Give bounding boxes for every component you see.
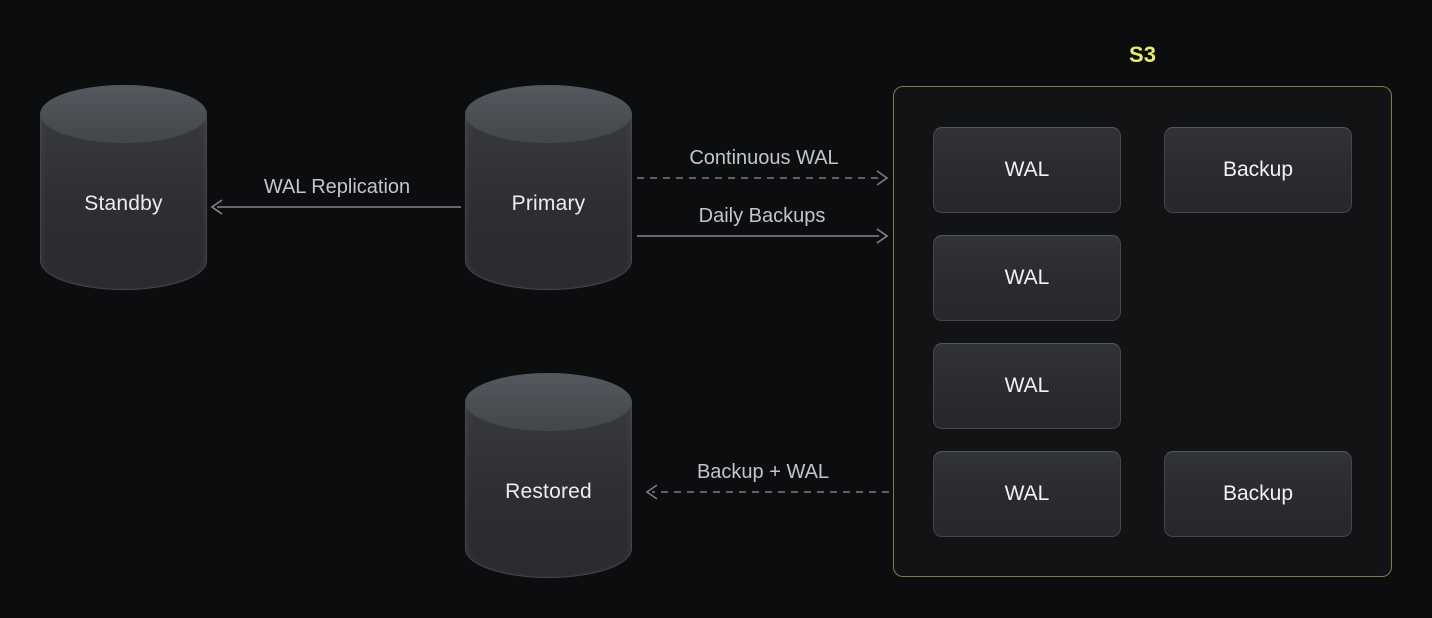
s3-backup-item: Backup bbox=[1164, 451, 1352, 537]
cylinder-top bbox=[465, 85, 632, 143]
node-standby-database: Standby bbox=[40, 85, 207, 290]
node-primary-label: Primary bbox=[511, 191, 586, 215]
cylinder-body bbox=[465, 402, 632, 578]
node-restored-label: Restored bbox=[505, 479, 592, 503]
edge-label-daily-backups: Daily Backups bbox=[698, 205, 826, 227]
s3-wal-item: WAL bbox=[933, 127, 1121, 213]
edge-label-backup-plus-wal: Backup + WAL bbox=[696, 461, 830, 483]
s3-container-title: S3 bbox=[1129, 42, 1156, 67]
s3-container: WAL WAL WAL WAL Backup Backup bbox=[893, 86, 1392, 577]
s3-wal-item: WAL bbox=[933, 343, 1121, 429]
node-primary-database: Primary bbox=[465, 85, 632, 290]
node-restored-database: Restored bbox=[465, 373, 632, 578]
s3-wal-item: WAL bbox=[933, 235, 1121, 321]
s3-wal-item: WAL bbox=[933, 451, 1121, 537]
cylinder-body bbox=[465, 114, 632, 290]
edge-label-wal-replication: WAL Replication bbox=[263, 176, 411, 198]
node-standby-label: Standby bbox=[84, 191, 163, 215]
cylinder-top bbox=[465, 373, 632, 431]
edge-continuous-wal bbox=[637, 170, 889, 186]
edge-daily-backups bbox=[637, 228, 889, 244]
s3-backup-item: Backup bbox=[1164, 127, 1352, 213]
cylinder-top bbox=[40, 85, 207, 143]
edge-backup-plus-wal bbox=[645, 484, 889, 500]
edge-wal-replication bbox=[210, 199, 461, 215]
edge-label-continuous-wal: Continuous WAL bbox=[689, 147, 839, 169]
cylinder-body bbox=[40, 114, 207, 290]
